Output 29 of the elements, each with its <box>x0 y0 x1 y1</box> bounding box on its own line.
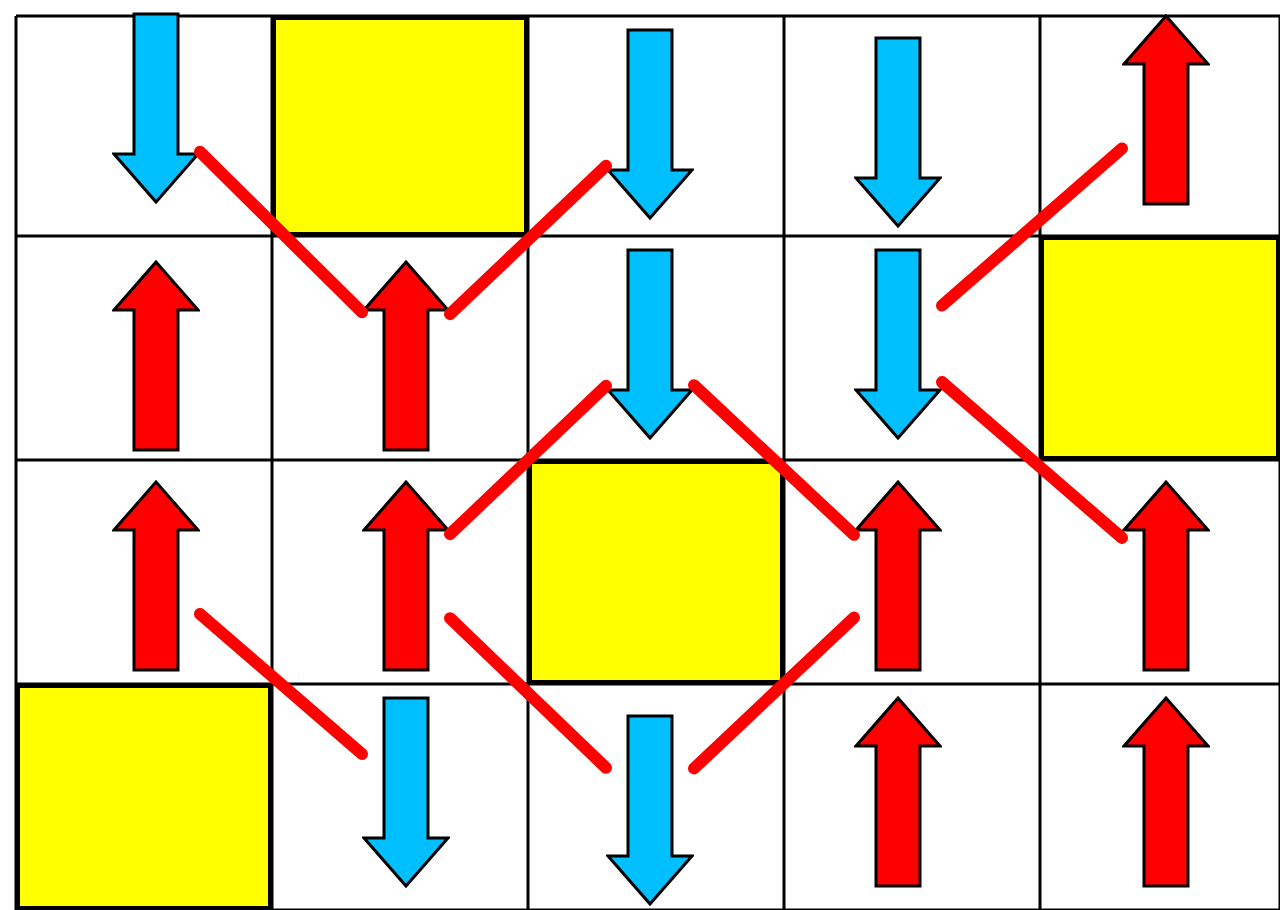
filled-square <box>1040 236 1280 460</box>
connector-line <box>936 142 1128 312</box>
up-arrow-icon <box>1122 696 1210 888</box>
connector-line <box>936 376 1128 544</box>
down-arrow-icon <box>606 248 694 440</box>
up-arrow-icon <box>112 480 200 672</box>
down-arrow-icon <box>606 28 694 220</box>
connector-line <box>194 608 368 760</box>
up-arrow-icon <box>112 260 200 452</box>
down-arrow-icon <box>112 12 200 204</box>
connector-line <box>688 379 860 541</box>
down-arrow-icon <box>854 36 942 228</box>
connector-line <box>444 612 612 774</box>
up-arrow-icon <box>1122 480 1210 672</box>
up-arrow-icon <box>854 696 942 888</box>
connector-line <box>444 379 612 541</box>
up-arrow-icon <box>854 480 942 672</box>
up-arrow-icon <box>362 480 450 672</box>
up-arrow-icon <box>1122 14 1210 206</box>
filled-square <box>528 460 784 684</box>
filled-square <box>272 16 528 236</box>
connector-line <box>688 611 860 775</box>
filled-square <box>16 684 272 910</box>
connector-line <box>194 145 368 319</box>
up-arrow-icon <box>362 260 450 452</box>
down-arrow-icon <box>854 248 942 440</box>
connector-line <box>444 159 612 321</box>
down-arrow-icon <box>362 696 450 888</box>
down-arrow-icon <box>606 714 694 906</box>
